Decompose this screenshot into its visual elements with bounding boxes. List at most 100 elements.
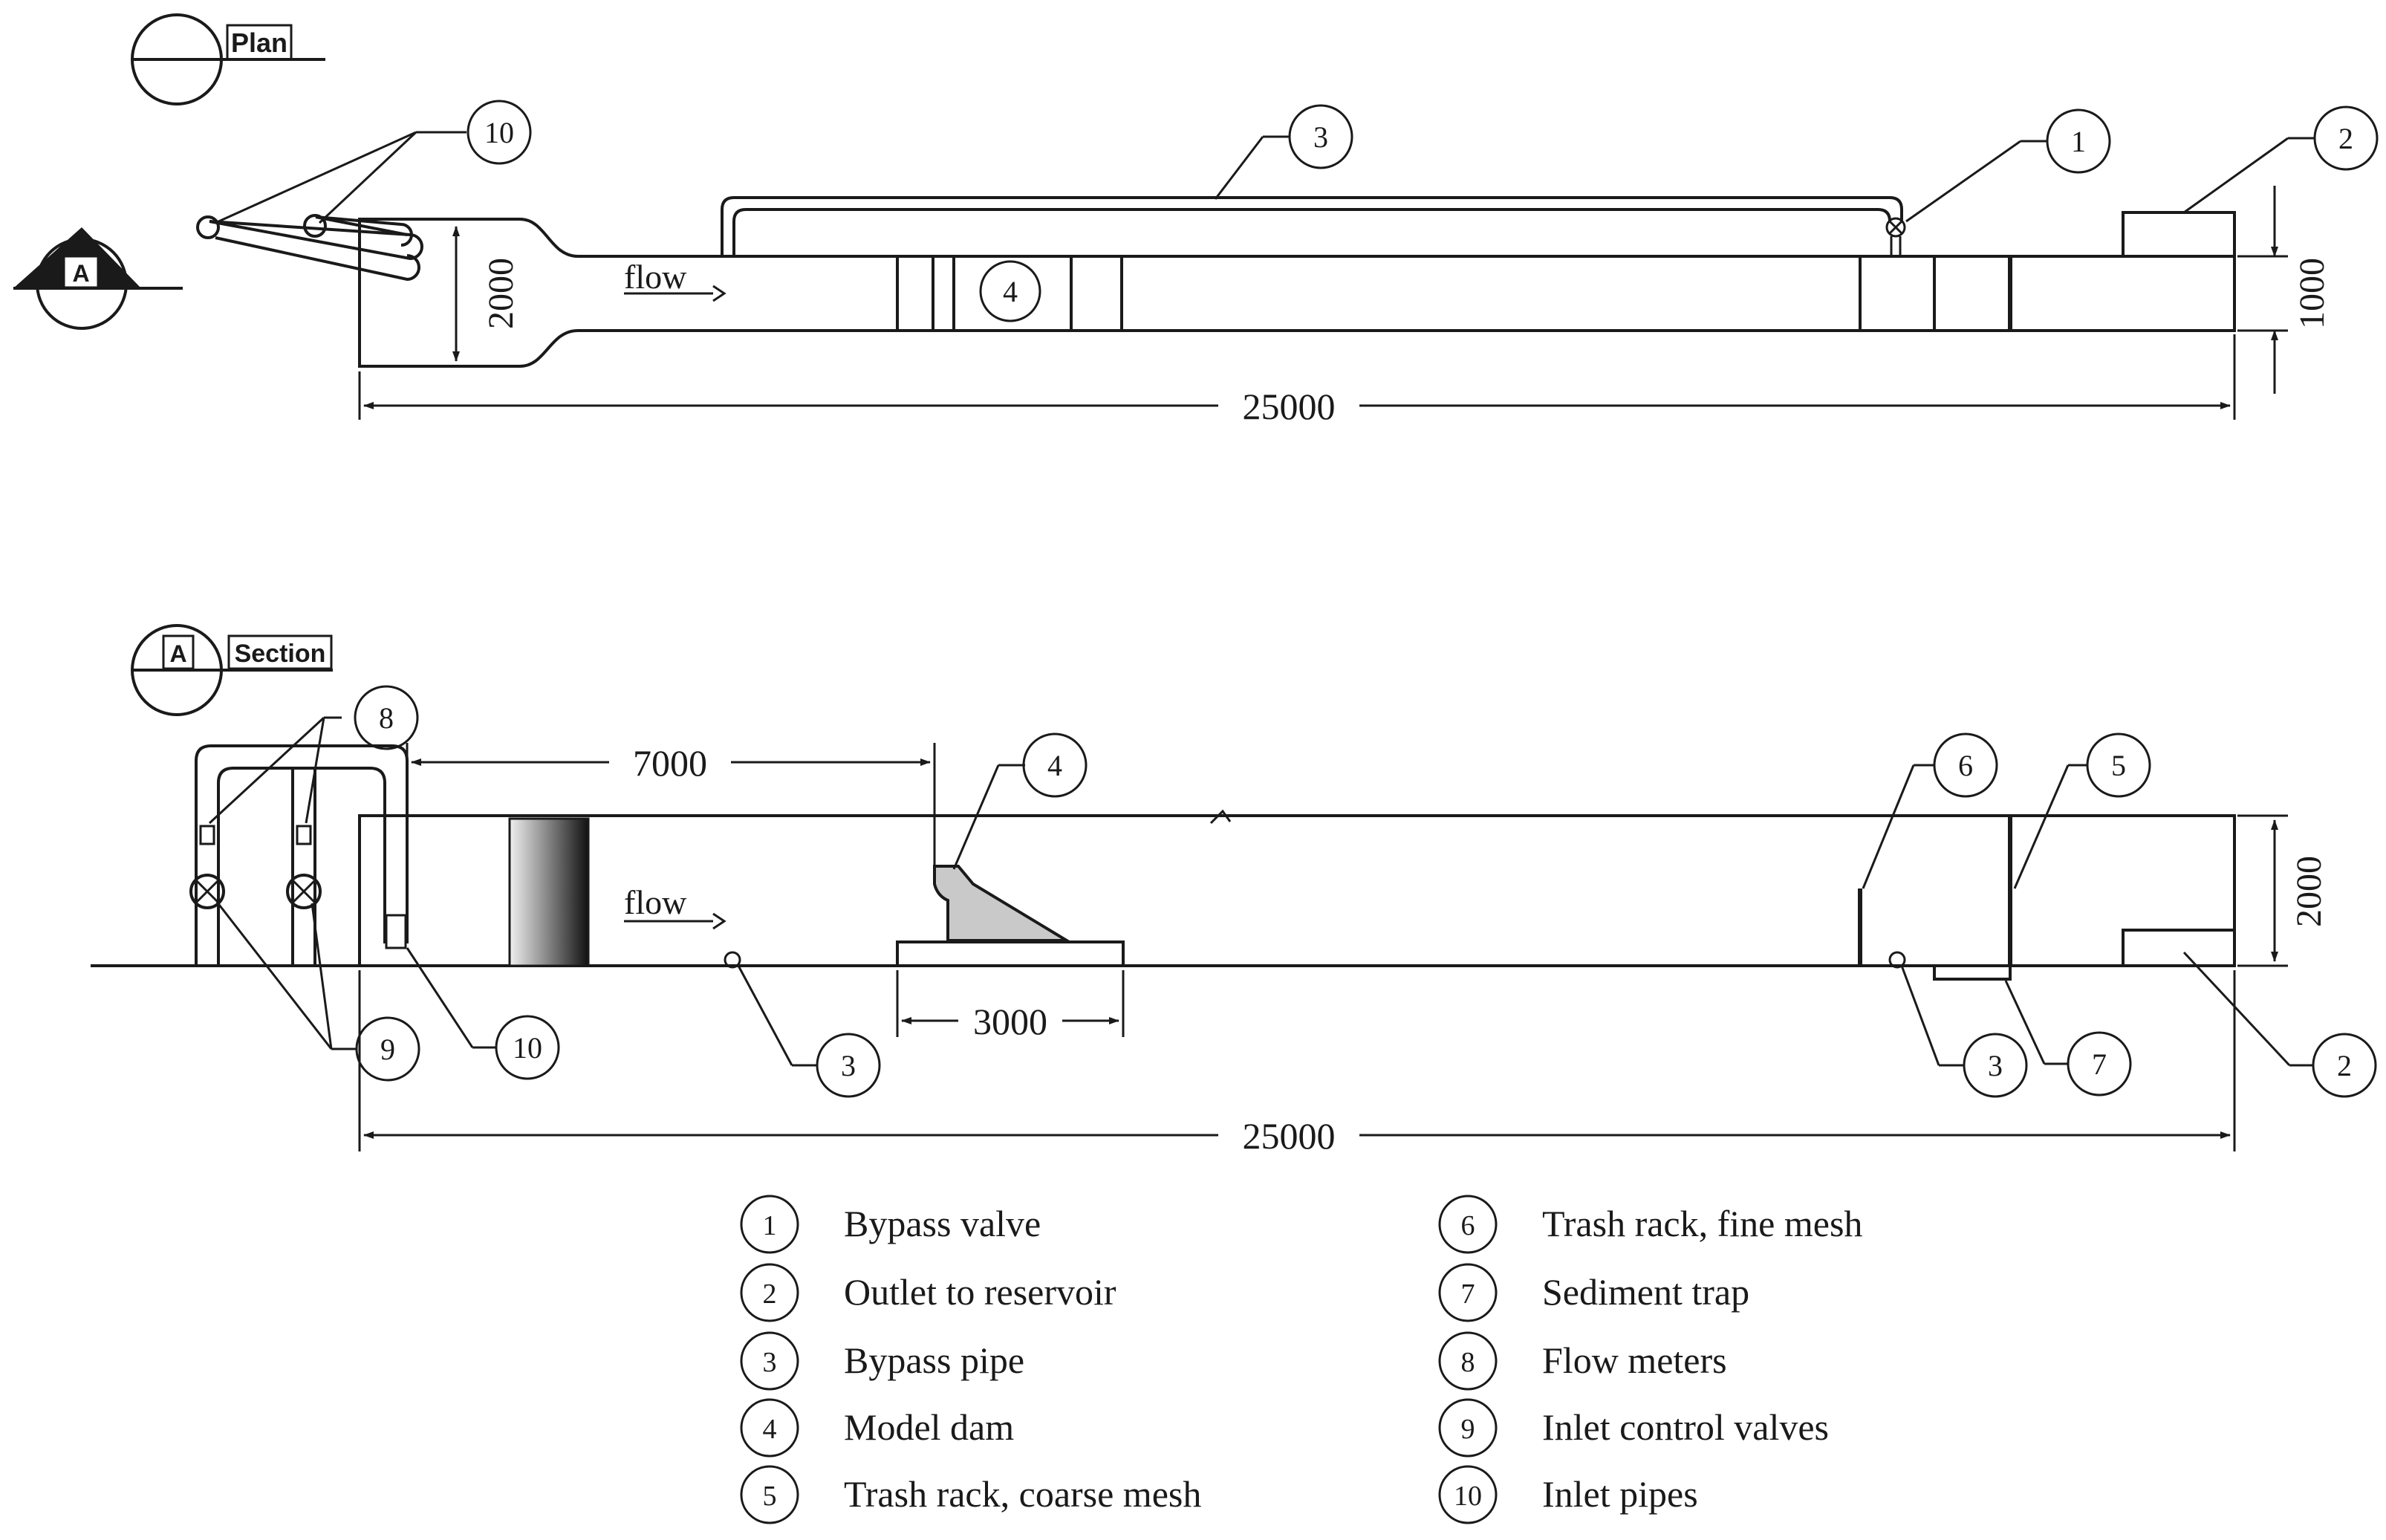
section-callout-8-num: 8 [379,701,394,735]
legend-item: 2 Outlet to reservoir [740,1263,1116,1322]
plan-label: Plan [231,27,287,58]
section-flume-outline [358,814,2236,966]
legend-num-8: 8 [1461,1347,1475,1378]
section-length-text: 25000 [1243,1115,1336,1157]
plan-symbol: Plan [131,13,325,105]
section-callout-7: 7 [2004,980,2132,1096]
section-height-text: 2000 [2289,856,2329,927]
legend-label-9: Inlet control valves [1542,1406,1829,1448]
section-callout-10: 10 [406,947,560,1080]
section-bypass-pipe-left [724,951,741,969]
plan-flow-label: flow [624,258,687,296]
section-dim-height: 2000 [2237,814,2329,967]
plan-callout-3: 3 [1214,104,1353,200]
section-callout-8: 8 [208,685,419,825]
section-callout-5: 5 [2013,732,2151,889]
legend-label-1: Bypass valve [844,1203,1041,1244]
legend-item: 8 Flow meters [1438,1331,1727,1391]
legend-item: 4 Model dam [740,1398,1014,1458]
plan-callout-4-num: 4 [1003,275,1018,308]
plan-callout-2: 2 [2183,105,2379,214]
section-callout-6: 6 [1862,732,1998,889]
section-dim-to-dam: 7000 [406,742,936,866]
legend: 1 Bypass valve 2 Outlet to reservoir 3 B… [740,1195,1862,1524]
section-callout-10-num: 10 [513,1031,542,1065]
legend-num-9: 9 [1461,1414,1475,1445]
legend-label-4: Model dam [844,1406,1014,1448]
legend-label-2: Outlet to reservoir [844,1271,1116,1313]
section-callout-3-right: 3 [1900,965,2028,1098]
section-dam-base-text: 3000 [973,1001,1047,1042]
legend-num-7: 7 [1461,1279,1475,1310]
legend-label-5: Trash rack, coarse mesh [844,1473,1201,1515]
legend-num-4: 4 [763,1414,777,1445]
section-callout-3-right-num: 3 [1988,1049,2003,1082]
section-inlet-baffle [508,817,590,967]
plan-callout-3-num: 3 [1313,120,1328,154]
legend-item: 7 Sediment trap [1438,1263,1749,1322]
plan-dim-channel-width: 1000 [2237,186,2332,394]
legend-num-6: 6 [1461,1210,1475,1241]
plan-outlet-box [2122,211,2236,258]
section-cut-marker: A [13,227,183,330]
plan-callout-1-num: 1 [2071,125,2086,158]
section-callout-4-num: 4 [1047,749,1062,782]
plan-bypass-pipe [721,196,1903,256]
legend-label-10: Inlet pipes [1542,1473,1698,1515]
legend-label-6: Trash rack, fine mesh [1542,1203,1862,1244]
section-label: Section [235,640,326,668]
legend-item: 10 Inlet pipes [1438,1465,1698,1524]
bypass-valve-symbol [1885,217,1906,256]
legend-label-3: Bypass pipe [844,1339,1024,1381]
plan-inlet-width-text: 2000 [481,258,521,329]
plan-callout-2-num: 2 [2338,122,2353,155]
legend-item: 6 Trash rack, fine mesh [1438,1195,1862,1254]
legend-item: 3 Bypass pipe [740,1331,1024,1391]
legend-label-8: Flow meters [1542,1339,1727,1381]
section-model-dam [896,865,1125,967]
plan-callout-10-num: 10 [484,116,514,149]
section-to-dam-text: 7000 [633,742,707,784]
legend-item: 1 Bypass valve [740,1195,1041,1254]
plan-channel-width-text: 1000 [2292,258,2332,329]
plan-rack-lines [1859,256,2012,331]
section-cut-letter: A [72,260,89,287]
section-symbol: A Section [131,624,333,716]
section-callout-3-left-num: 3 [841,1049,856,1082]
plan-callout-10: 10 [215,100,532,224]
plan-view: Plan A [13,13,2379,427]
plan-callout-4: 4 [979,260,1041,322]
legend-num-5: 5 [763,1481,777,1512]
section-symbol-letter: A [169,640,186,667]
section-callout-9: 9 [215,901,420,1082]
section-callout-9-num: 9 [380,1033,395,1066]
legend-num-3: 3 [763,1347,777,1378]
section-callout-6-num: 6 [1958,749,1973,782]
section-callout-4: 4 [952,732,1088,870]
plan-dim-inlet-width: 2000 [452,226,521,362]
section-callout-7-num: 7 [2092,1047,2107,1081]
section-inlet-pipes [189,744,409,966]
legend-label-7: Sediment trap [1542,1271,1749,1313]
section-callout-2: 2 [2182,951,2377,1098]
legend-num-2: 2 [763,1279,777,1310]
section-outlet-box [2122,929,2236,967]
plan-dim-length: 25000 [358,334,2236,427]
legend-item: 9 Inlet control valves [1438,1398,1829,1458]
legend-num-1: 1 [763,1210,777,1241]
section-flow-label: flow [624,883,687,921]
plan-dam-lines [896,256,1123,331]
plan-length-text: 25000 [1243,386,1336,427]
section-sediment-trap [1933,966,2012,981]
plan-flume-outline [358,218,2236,368]
plan-callout-1: 1 [1905,108,2111,223]
section-view: A Section flow [91,624,2377,1157]
section-callout-3-left: 3 [737,965,881,1098]
legend-item: 5 Trash rack, coarse mesh [740,1465,1201,1524]
section-dim-dam-base: 3000 [896,970,1125,1042]
section-callout-2-num: 2 [2337,1049,2352,1082]
legend-num-10: 10 [1454,1481,1482,1512]
section-callout-5-num: 5 [2111,749,2126,782]
plan-inlet-pipes [196,214,423,282]
